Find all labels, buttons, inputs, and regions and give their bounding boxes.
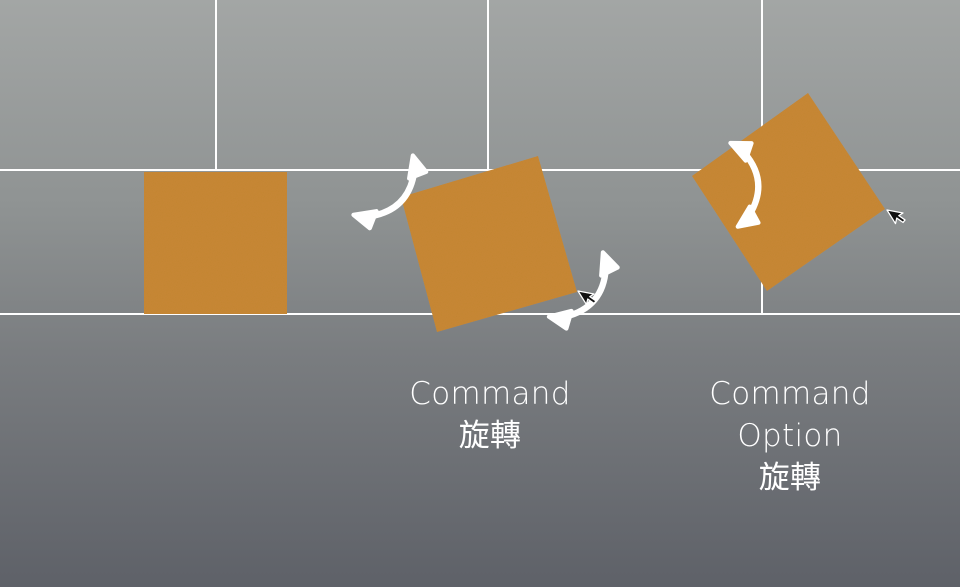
caption-line: Option <box>737 418 843 454</box>
caption-command-option-rotate: Command Option 旋轉 <box>680 373 900 499</box>
square-original <box>144 172 287 314</box>
caption-line: Command <box>409 376 571 412</box>
caption-line: Command <box>709 376 871 412</box>
square-rotated-command-option <box>692 93 885 291</box>
caption-line: 旋轉 <box>758 460 822 496</box>
cursor-icon <box>886 202 908 227</box>
square-rotated-command <box>401 156 577 332</box>
caption-line: 旋轉 <box>458 418 522 454</box>
caption-command-rotate: Command 旋轉 <box>380 373 600 457</box>
